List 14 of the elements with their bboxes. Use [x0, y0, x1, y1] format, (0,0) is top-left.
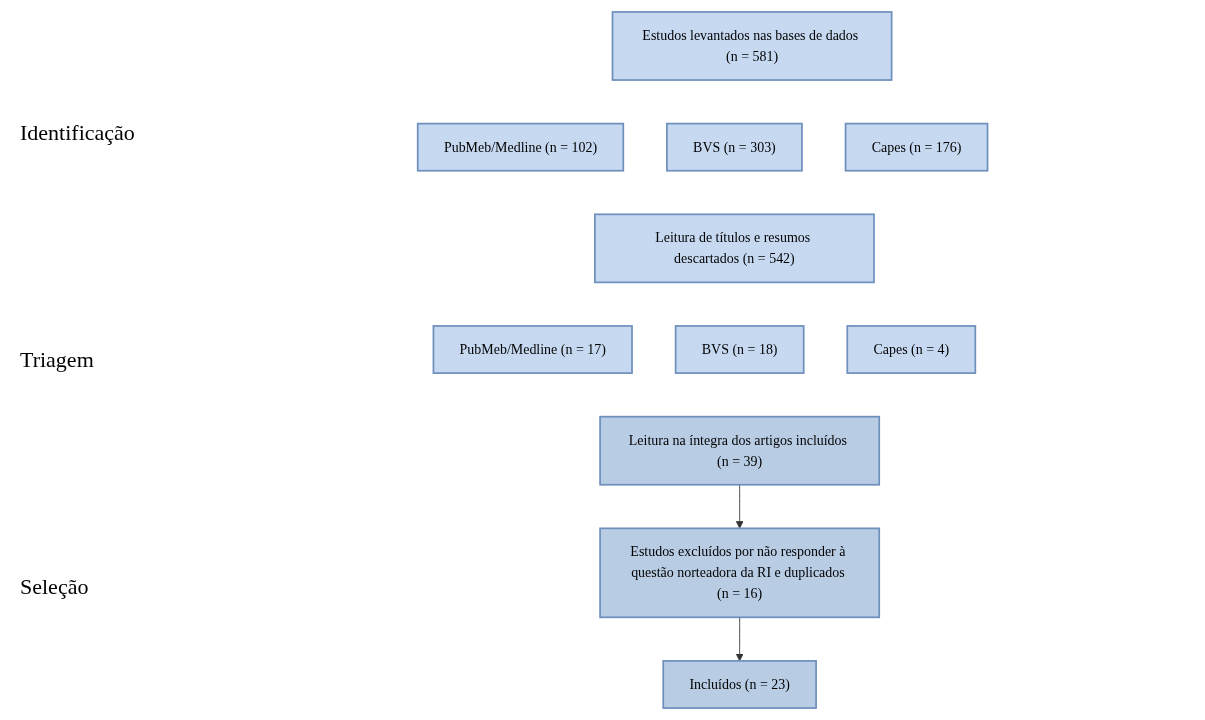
- node-box: BVS (n = 303): [665, 122, 803, 172]
- stage-label: Seleção: [19, 573, 90, 600]
- node-box: Incluídos (n = 23): [662, 660, 817, 709]
- stage-label: Identificação: [19, 120, 136, 147]
- node-box: Capes (n = 176): [844, 122, 989, 172]
- node-box: Estudos excluídos por não responder à questão norteadora da RI e duplicados (n = 16): [599, 527, 880, 619]
- node-box: BVS (n = 18): [674, 325, 805, 374]
- node-box: Leitura na íntegra dos artigos incluídos (n = 39): [599, 415, 880, 486]
- node-box: Capes (n = 4): [846, 325, 977, 374]
- node-box: Leitura de títulos e resumos descartados (n = 542): [593, 213, 875, 284]
- node-box: PubMeb/Medline (n = 102): [416, 122, 624, 172]
- node-box: Estudos levantados nas bases de dados (n = 581): [611, 11, 893, 81]
- node-box: PubMeb/Medline (n = 17): [432, 325, 633, 374]
- stage-label: Triagem: [19, 347, 95, 373]
